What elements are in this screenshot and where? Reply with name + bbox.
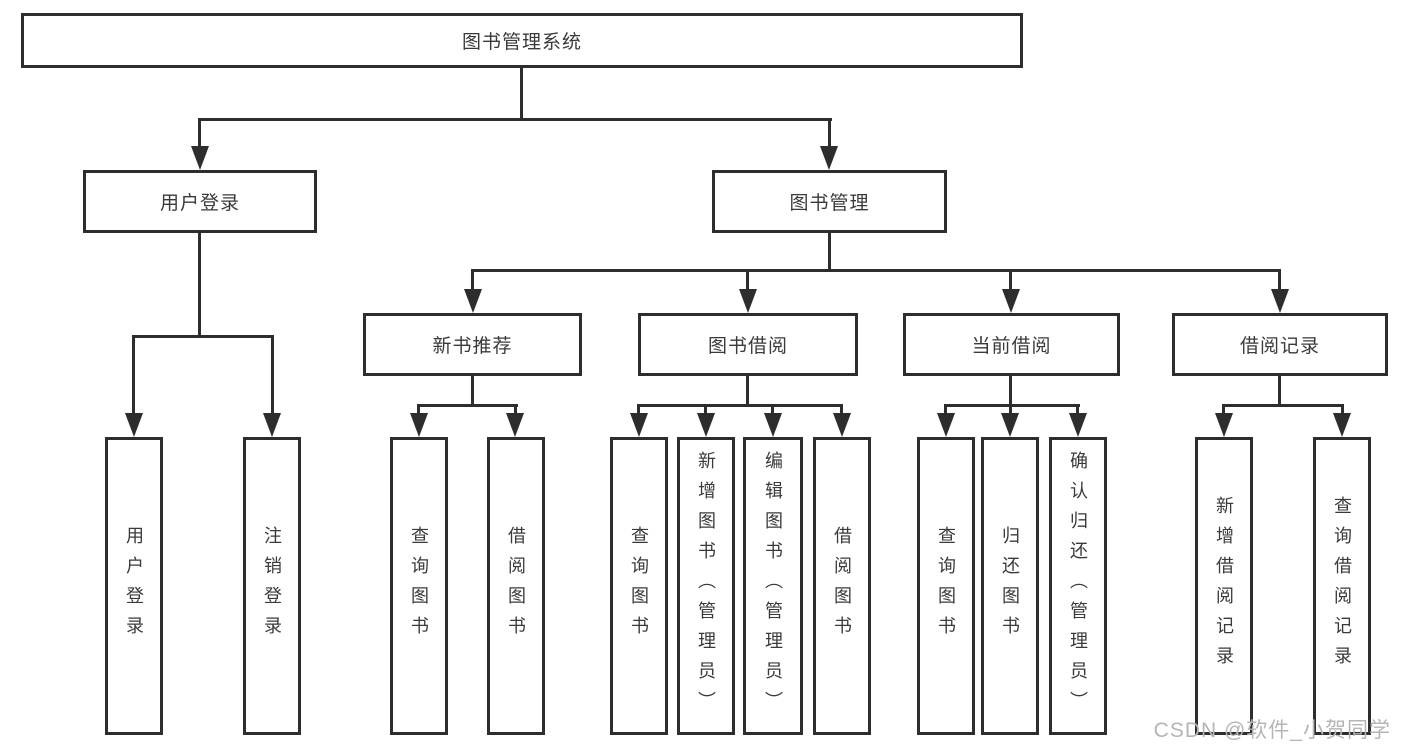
connector-vline (198, 118, 201, 150)
connector-vline (417, 404, 420, 415)
arrowhead-icon (937, 413, 955, 437)
leaf-label: 查询图书 (629, 526, 649, 646)
connector-vline (471, 269, 474, 291)
connector-vline (840, 404, 843, 415)
leaf-add-book-admin: 新增图书（管理员） (677, 437, 735, 735)
arrowhead-icon (410, 413, 428, 437)
arrowhead-icon (1002, 289, 1020, 313)
connector-vline (520, 67, 523, 121)
arrowhead-icon (820, 146, 838, 170)
connector-vline (514, 404, 517, 415)
arrowhead-icon (1001, 413, 1019, 437)
leaf-label: 借阅图书 (506, 526, 526, 646)
leaf-confirm-return-admin: 确认归还（管理员） (1049, 437, 1107, 735)
connector-vline (637, 404, 640, 415)
connector-vline (198, 233, 201, 337)
node-book-management: 图书管理 (712, 170, 947, 233)
leaf-query-books-recommend: 查询图书 (390, 437, 448, 735)
connector-vline (1076, 404, 1079, 415)
arrowhead-icon (506, 413, 524, 437)
connector-vline (828, 233, 831, 271)
connector-vline (1222, 404, 1225, 415)
connector-hline (417, 404, 518, 407)
arrowhead-icon (1333, 413, 1351, 437)
connector-hline (198, 118, 832, 121)
connector-hline (1222, 404, 1344, 407)
connector-vline (828, 118, 831, 150)
leaf-label: 新增借阅记录 (1214, 496, 1234, 676)
leaf-label: 注销登录 (262, 526, 282, 646)
arrowhead-icon (833, 413, 851, 437)
leaf-borrow-books-borrowing: 借阅图书 (813, 437, 871, 735)
connector-vline (771, 404, 774, 415)
node-library-management-system: 图书管理系统 (21, 13, 1023, 68)
connector-vline (746, 376, 749, 406)
arrowhead-icon (697, 413, 715, 437)
leaf-label: 查询借阅记录 (1332, 496, 1352, 676)
connector-hline (132, 335, 274, 338)
leaf-query-books-borrowing: 查询图书 (610, 437, 668, 735)
connector-vline (944, 404, 947, 415)
connector-vline (471, 376, 474, 406)
connector-vline (1278, 269, 1281, 291)
connector-vline (132, 335, 135, 415)
connector-vline (746, 269, 749, 291)
leaf-user-login: 用户登录 (105, 437, 163, 735)
arrowhead-icon (263, 413, 281, 437)
arrowhead-icon (764, 413, 782, 437)
leaf-return-book: 归还图书 (981, 437, 1039, 735)
csdn-watermark: CSDN @软件_小贺同学 (1153, 719, 1391, 742)
connector-hline (944, 404, 1080, 407)
leaf-query-borrow-record: 查询借阅记录 (1313, 437, 1371, 735)
leaf-label: 查询图书 (409, 526, 429, 646)
arrowhead-icon (125, 413, 143, 437)
arrowhead-icon (464, 289, 482, 313)
connector-vline (1341, 404, 1344, 415)
leaf-borrow-books-recommend: 借阅图书 (487, 437, 545, 735)
connector-vline (1009, 269, 1012, 291)
leaf-add-borrow-record: 新增借阅记录 (1195, 437, 1253, 735)
leaf-edit-book-admin: 编辑图书（管理员） (743, 437, 803, 735)
leaf-label: 用户登录 (124, 526, 144, 646)
arrowhead-icon (1215, 413, 1233, 437)
node-borrow-records: 借阅记录 (1172, 313, 1388, 376)
leaf-label: 确认归还（管理员） (1068, 451, 1088, 721)
arrowhead-icon (191, 146, 209, 170)
leaf-logout: 注销登录 (243, 437, 301, 735)
leaf-label: 查询图书 (936, 526, 956, 646)
arrowhead-icon (1271, 289, 1289, 313)
node-new-book-recommend: 新书推荐 (363, 313, 582, 376)
connector-vline (271, 335, 274, 415)
connector-vline (1278, 376, 1281, 406)
connector-hline (637, 404, 843, 407)
connector-vline (704, 404, 707, 415)
arrowhead-icon (739, 289, 757, 313)
arrowhead-icon (1069, 413, 1087, 437)
connector-vline (1009, 376, 1012, 415)
leaf-label: 借阅图书 (832, 526, 852, 646)
connector-hline (471, 269, 1281, 272)
leaf-label: 编辑图书（管理员） (763, 451, 783, 721)
leaf-label: 归还图书 (1000, 526, 1020, 646)
node-book-borrowing: 图书借阅 (638, 313, 858, 376)
leaf-label: 新增图书（管理员） (696, 451, 716, 721)
node-current-borrowing: 当前借阅 (903, 313, 1120, 376)
leaf-query-books-current: 查询图书 (917, 437, 975, 735)
node-user-login: 用户登录 (83, 170, 317, 233)
arrowhead-icon (630, 413, 648, 437)
